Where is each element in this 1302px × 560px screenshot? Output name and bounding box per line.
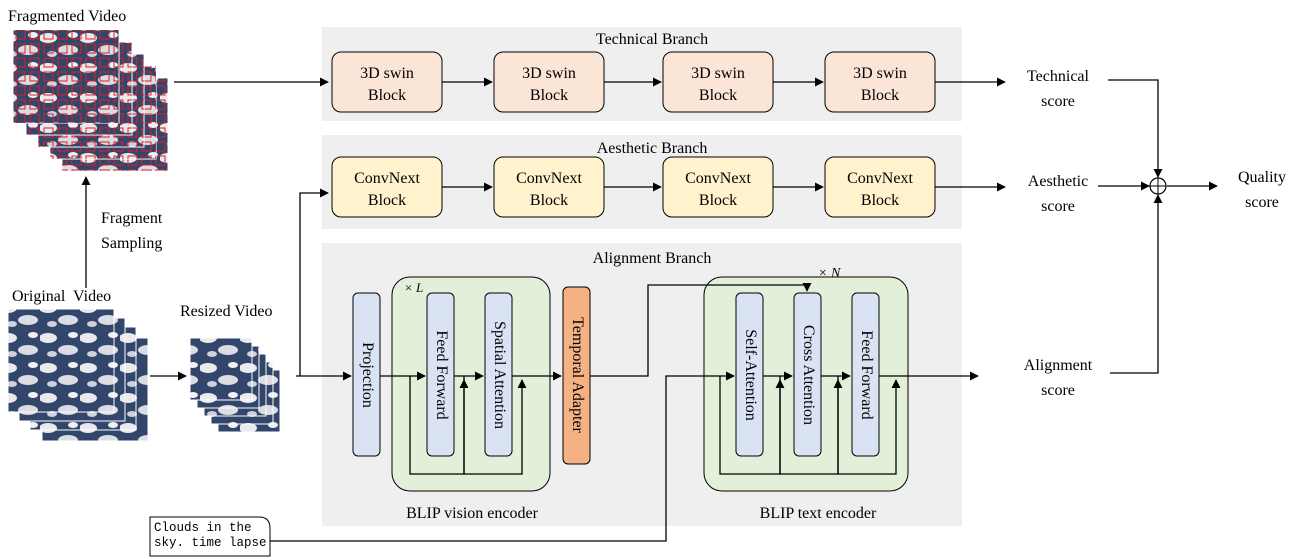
vision-encoder-box (391, 276, 551, 492)
quality-score-line2: score (1245, 194, 1279, 211)
vision-feed-forward-block (426, 292, 455, 457)
technical-branch-title: Technical Branch (596, 31, 708, 48)
input-connections (81, 77, 329, 381)
convnext-block-3-line1: ConvNext (685, 170, 751, 187)
fragmented-video-label: Fragmented Video (8, 8, 126, 25)
technical-score-line2: score (1041, 93, 1075, 110)
fragment-sampling-line1: Fragment (101, 210, 163, 227)
text-prompt-line1: Clouds in the (154, 521, 252, 535)
projection-block (352, 292, 381, 457)
fragment-sampling-line2: Sampling (101, 235, 162, 252)
text-prompt-box (149, 516, 271, 557)
convnext-block-1-line2: Block (368, 192, 406, 209)
vision-encoder-label: BLIP vision encoder (406, 505, 539, 522)
swin-block-1-line2: Block (368, 87, 406, 104)
text-feed-forward-label: Feed Forward (858, 330, 875, 419)
convnext-block-2-line1: ConvNext (516, 170, 582, 187)
convnext-block-3-line2: Block (699, 192, 737, 209)
vision-flow-lines (380, 371, 562, 475)
alignment-score-line2: score (1041, 382, 1075, 399)
convnext-block-1-line1: ConvNext (354, 170, 420, 187)
alignment-branch-title: Alignment Branch (593, 250, 712, 267)
aesthetic-score-line1: Aesthetic (1028, 173, 1088, 190)
spatial-attention-label: Spatial Attention (491, 321, 508, 429)
alignment-score-line1: Alignment (1024, 357, 1093, 374)
spatial-attention-block (484, 292, 513, 457)
quality-score-line1: Quality (1238, 169, 1286, 186)
cross-attention-label: Cross Attention (800, 325, 817, 425)
original-video-label: Original Video (12, 288, 111, 305)
convnext-block-4-line1: ConvNext (847, 170, 913, 187)
swin-block-2-line1: 3D swin (522, 65, 576, 82)
aesthetic-score-line2: score (1041, 198, 1075, 215)
convnext-block-4-line2: Block (861, 192, 899, 209)
original-video-frames (7, 308, 149, 442)
technical-blocks: 3D swin Block 3D swin Block 3D swin Bloc… (331, 51, 936, 113)
swin-block-3-line1: 3D swin (691, 65, 745, 82)
circled-plus-icon (1149, 177, 1167, 195)
temporal-adapter-label: Temporal Adapter (569, 317, 586, 433)
fragmented-video-frames (12, 29, 169, 172)
resized-video-label: Resized Video (180, 303, 273, 320)
swin-block-4-line2: Block (861, 87, 899, 104)
self-attention-label: Self-Attention (742, 329, 759, 421)
self-attention-block (735, 292, 764, 457)
vision-repeat-label: × L (404, 280, 423, 295)
text-encoder-label: BLIP text encoder (760, 505, 877, 522)
technical-score-line1: Technical (1027, 68, 1090, 85)
swin-block-1-line1: 3D swin (360, 65, 414, 82)
text-flow-lines (719, 371, 901, 475)
projection-label: Projection (359, 342, 376, 408)
text-feed-forward-block (851, 292, 880, 457)
cross-attention-block (793, 292, 822, 457)
resized-video-frames (189, 337, 281, 433)
vision-feed-forward-label: Feed Forward (433, 330, 450, 419)
text-prompt-line2: sky. time lapse (154, 536, 267, 550)
text-repeat-label: × N (818, 266, 841, 281)
score-connections (935, 77, 1218, 374)
swin-block-4-line1: 3D swin (853, 65, 907, 82)
convnext-block-2-line2: Block (530, 192, 568, 209)
swin-block-3-line2: Block (699, 87, 737, 104)
alignment-connections (270, 282, 979, 542)
aesthetic-branch-title: Aesthetic Branch (597, 140, 708, 157)
swin-block-2-line2: Block (530, 87, 568, 104)
aesthetic-blocks: ConvNext Block ConvNext Block ConvNext B… (331, 156, 936, 218)
